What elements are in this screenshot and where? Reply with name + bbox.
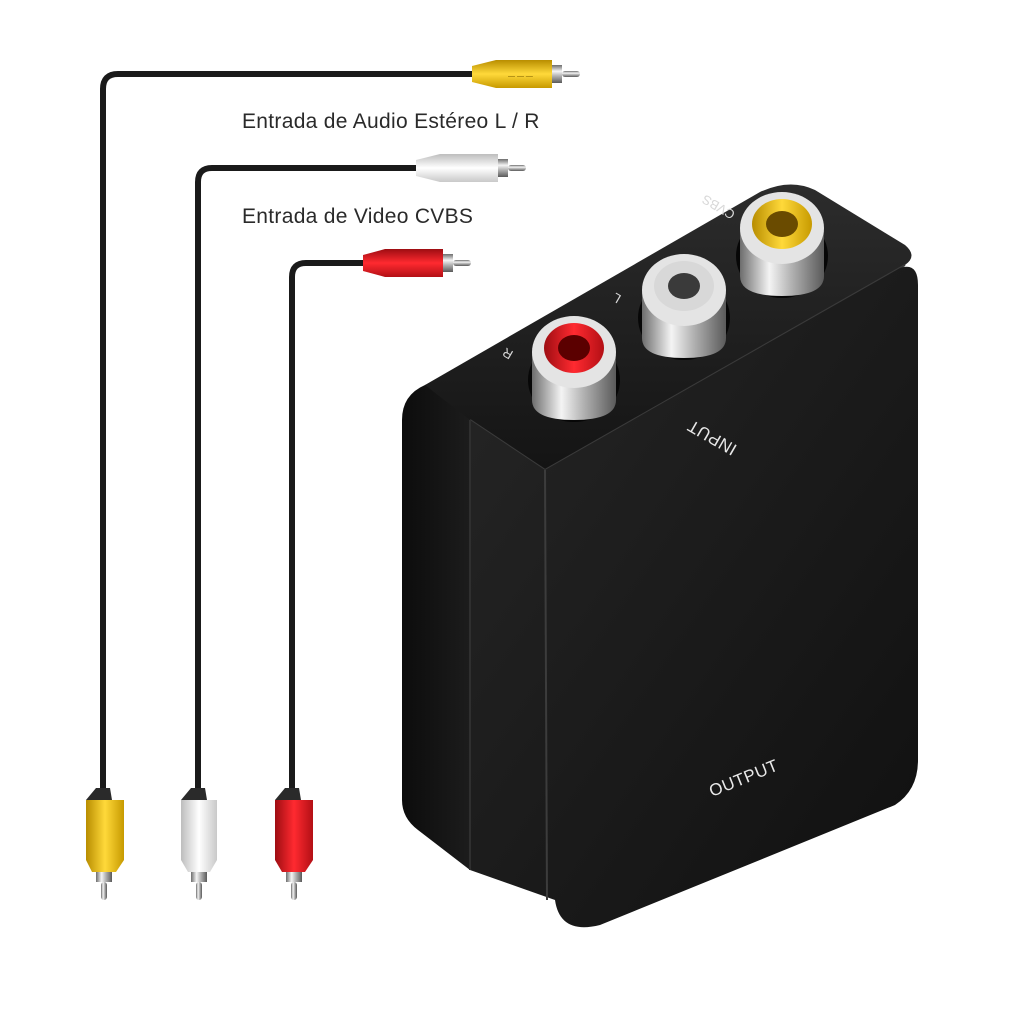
plug-red-bottom	[275, 788, 313, 900]
plug-yellow-top: — — —	[472, 60, 580, 88]
cable-yellow	[100, 71, 475, 793]
plug-white-top	[416, 154, 526, 182]
plug-white-bottom	[181, 788, 217, 900]
port-r	[528, 316, 620, 422]
plug-yellow-bottom	[86, 788, 124, 900]
audio-input-caption: Entrada de Audio Estéreo L / R	[242, 110, 540, 133]
cable-red	[289, 260, 366, 793]
svg-text:— — —: — — —	[508, 73, 533, 80]
cable-white	[195, 165, 419, 793]
port-l	[638, 254, 730, 360]
video-input-caption: Entrada de Video CVBS	[242, 205, 473, 228]
port-cvbs	[736, 192, 828, 298]
plug-red-top	[363, 249, 471, 277]
